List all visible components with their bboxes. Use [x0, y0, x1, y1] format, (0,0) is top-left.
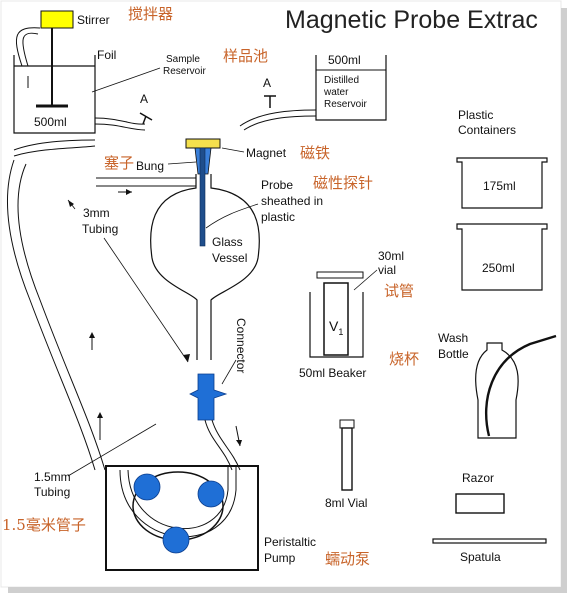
- vial30-body: [323, 282, 349, 356]
- magnet-block: [185, 138, 221, 149]
- cn-magnet: 磁铁: [300, 144, 330, 162]
- cn-bung: 塞子: [104, 154, 134, 172]
- valve-a-left: A: [139, 92, 153, 125]
- tubing-15mm-label-2: Tubing: [34, 485, 70, 499]
- sample-reservoir-pointer: [91, 67, 161, 93]
- distilled-label-1: Distilled: [324, 75, 359, 86]
- probe-label-1: Probe: [261, 178, 293, 192]
- pump-tubing: [13, 70, 242, 471]
- stirrer-box: [40, 10, 74, 29]
- beaker-label: 50ml Beaker: [299, 366, 366, 380]
- vial8-label: 8ml Vial: [325, 496, 367, 510]
- valve-a-left-label: A: [140, 92, 148, 106]
- spatula-label: Spatula: [460, 550, 501, 564]
- connector-label: Connector: [234, 318, 248, 373]
- pump-roller-2: [197, 480, 225, 508]
- foil-label: Foil: [97, 48, 116, 62]
- cn-sample-cell: 样品池: [223, 47, 268, 65]
- container-250-label: 250ml: [482, 261, 515, 275]
- valve-a-right: A: [263, 76, 276, 108]
- sample-reservoir-label-2: Reservoir: [163, 66, 206, 77]
- distilled-volume-label: 500ml: [328, 53, 361, 67]
- glass-vessel-label-1: Glass: [212, 235, 243, 249]
- vial-and-beaker: 30ml vial V1 50ml Beaker: [299, 249, 404, 380]
- glass-vessel: Glass Vessel Probe sheathed in plastic: [150, 174, 323, 360]
- distilled-label-3: Reservoir: [324, 99, 367, 110]
- razor: Razor: [455, 471, 505, 514]
- chinese-annotations: 搅拌器 样品池 塞子 磁铁 磁性探针 试管 烧杯 1.5毫米管子 蠕动泵: [2, 5, 419, 568]
- page-shadow-right: [561, 8, 567, 593]
- sample-reservoir-beaker: [13, 55, 96, 134]
- razor-label: Razor: [462, 471, 494, 485]
- pump-roller-3: [162, 526, 190, 554]
- connector: Connector: [189, 318, 248, 421]
- valve-a-right-label: A: [263, 76, 271, 90]
- stirrer-assembly: Stirrer: [36, 10, 110, 108]
- pump-label-1: Peristaltic: [264, 535, 316, 549]
- probe: [199, 147, 206, 247]
- cn-pump: 蠕动泵: [325, 550, 370, 568]
- beaker-50ml: [309, 292, 364, 358]
- vial-8ml: 8ml Vial: [325, 419, 367, 510]
- wash-bottle-body: [475, 342, 519, 439]
- cn-stirrer: 搅拌器: [128, 5, 173, 23]
- tubing-3mm-label-1: 3mm: [83, 206, 110, 220]
- sample-reservoir: Foil 500ml Sample Reservoir: [13, 48, 206, 134]
- wash-label-1: Wash: [438, 331, 468, 345]
- page-shadow-bottom: [8, 587, 567, 593]
- reservoir-volume-label: 500ml: [34, 115, 67, 129]
- plastic-label-1: Plastic: [458, 108, 493, 122]
- page-frame: [0, 0, 562, 588]
- cn-tubing: 1.5毫米管子: [2, 516, 86, 534]
- cn-test-tube: 试管: [384, 282, 414, 300]
- container-250: [456, 223, 548, 291]
- bung-label: Bung: [136, 159, 164, 173]
- probe-label-3: plastic: [261, 210, 295, 224]
- distilled-label-2: water: [323, 87, 349, 98]
- pump-roller-1: [133, 473, 161, 501]
- vial30-v-label: V1: [329, 318, 343, 337]
- container-175-label: 175ml: [483, 179, 516, 193]
- tubing-3mm-label-2: Tubing: [82, 222, 118, 236]
- wash-label-2: Bottle: [438, 347, 469, 361]
- distilled-water-reservoir: 500ml Distilled water Reservoir: [239, 53, 387, 131]
- sample-reservoir-label-1: Sample: [166, 54, 200, 65]
- magnet-bung: Magnet Bung: [136, 138, 287, 247]
- page-title: Magnetic Probe Extrac: [285, 6, 538, 34]
- pump-label-2: Pump: [264, 551, 296, 565]
- wash-bottle: Wash Bottle: [438, 331, 557, 439]
- reservoir-tubing: [13, 27, 146, 157]
- vial30-label-2: vial: [378, 263, 396, 277]
- wash-bottle-straw: [485, 334, 557, 437]
- stirrer-label: Stirrer: [77, 13, 110, 27]
- vial30-cap: [316, 271, 364, 279]
- vial30-label-1: 30ml: [378, 249, 404, 263]
- side-arm-tubing: 3mm Tubing: [6, 159, 196, 471]
- tubing-15mm-label-1: 1.5mm: [34, 470, 71, 484]
- connector-shape: [189, 373, 228, 421]
- plastic-label-2: Containers: [458, 123, 516, 137]
- container-175: [456, 157, 548, 209]
- peristaltic-pump: Peristaltic Pump: [105, 465, 316, 571]
- cn-beaker: 烧杯: [389, 350, 419, 368]
- cn-magnetic-probe: 磁性探针: [313, 174, 373, 192]
- plastic-containers: Plastic Containers 175ml 250ml: [456, 108, 548, 291]
- pump-box: [105, 465, 259, 571]
- magnet-label: Magnet: [246, 146, 287, 160]
- probe-label-2: sheathed in: [261, 194, 323, 208]
- tubing-15mm: 1.5mm Tubing: [34, 423, 157, 499]
- spatula: Spatula: [432, 538, 547, 564]
- glass-vessel-label-2: Vessel: [212, 251, 247, 265]
